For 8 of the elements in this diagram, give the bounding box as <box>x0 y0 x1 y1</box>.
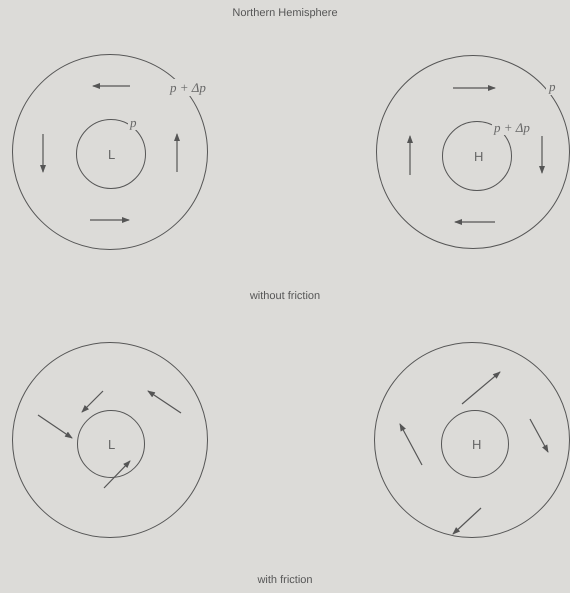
pressure-center-label: L <box>108 148 116 161</box>
pressure-center-label: H <box>474 150 484 163</box>
pressure-center-label: L <box>108 438 116 451</box>
panel-caption: with friction <box>257 573 313 588</box>
isobar-label: p + Δp <box>492 120 532 135</box>
pressure-center-label: H <box>472 438 482 451</box>
diagram-title: Northern Hemisphere <box>232 6 338 21</box>
panel-caption: without friction <box>250 289 320 304</box>
